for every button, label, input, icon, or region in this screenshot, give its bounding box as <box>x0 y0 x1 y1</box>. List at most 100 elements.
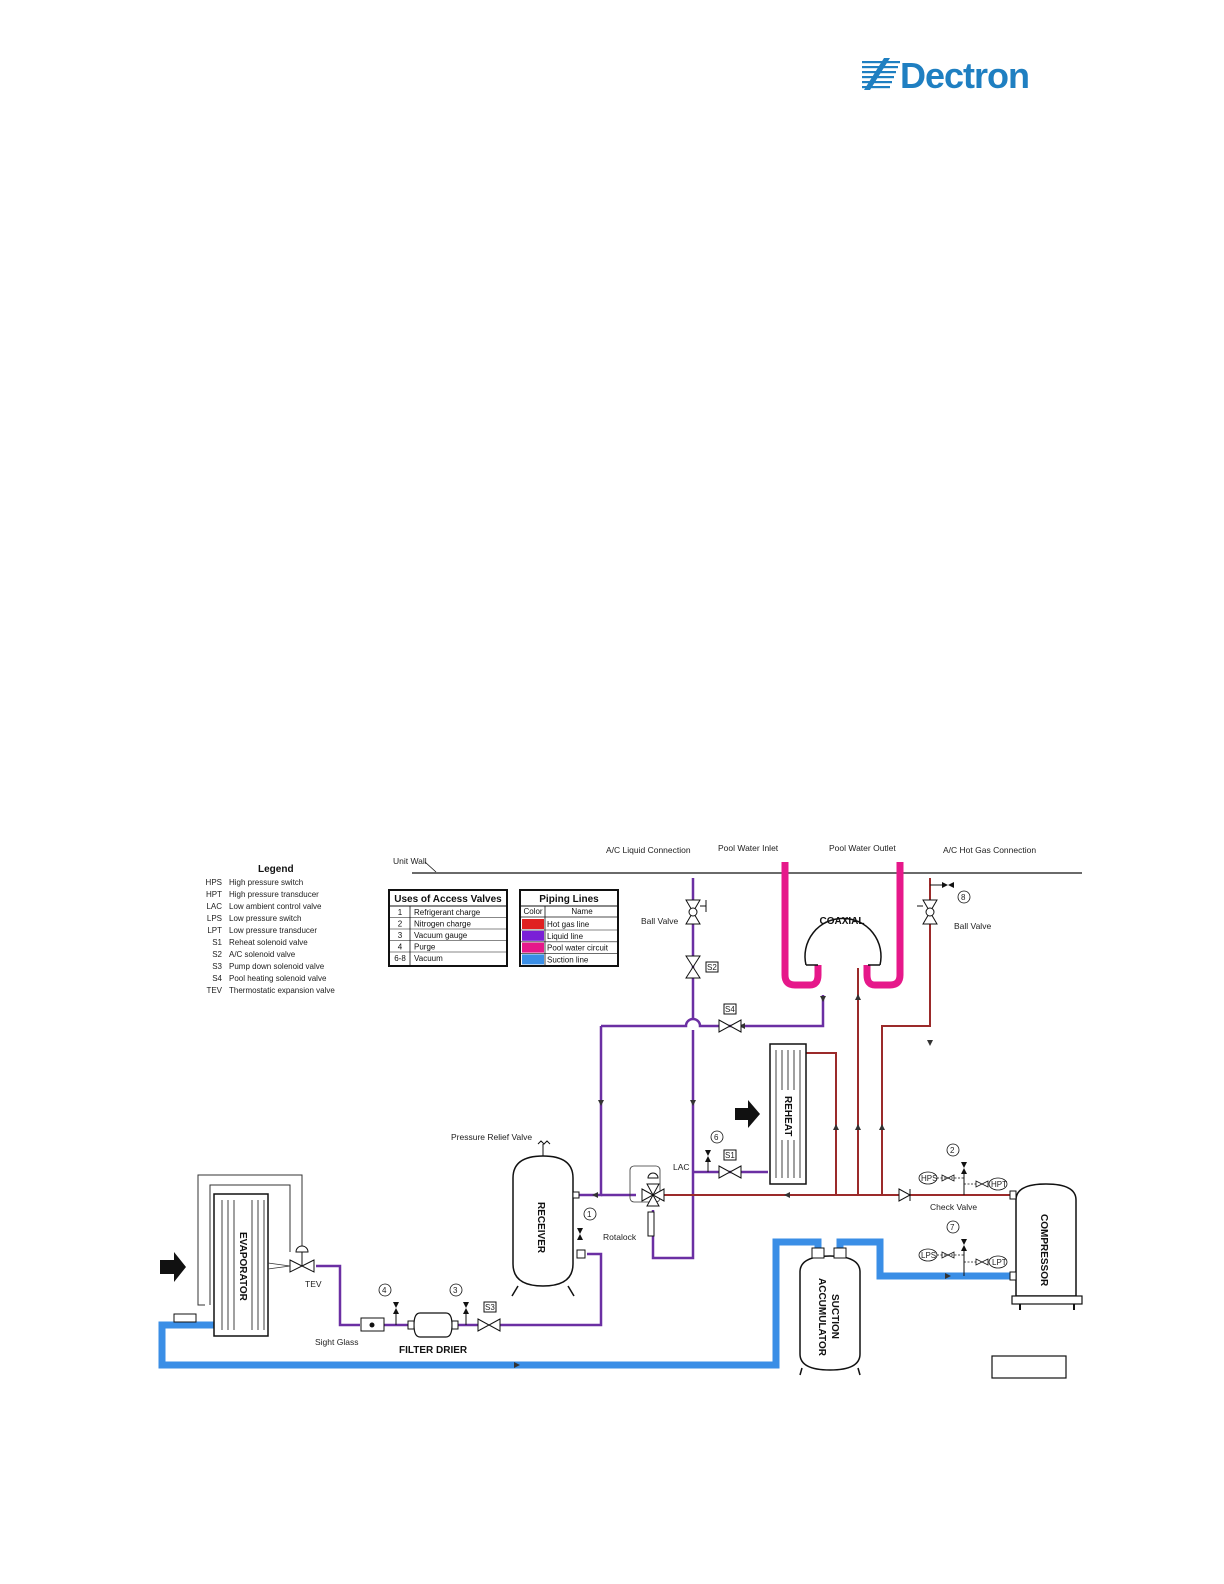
legend-code: HPT <box>206 890 222 899</box>
access-valve-use: Vacuum <box>414 954 443 963</box>
valve-number-4: 4 <box>382 1286 387 1295</box>
check-valve-label: Check Valve <box>930 1202 977 1212</box>
access-valve-markers <box>378 890 971 1297</box>
suction-lines <box>158 1238 1014 1369</box>
s2-tag: S2 <box>707 963 717 972</box>
hot-gas-lines <box>662 878 1014 1196</box>
ac-hot-gas-connection-label: A/C Hot Gas Connection <box>943 845 1036 855</box>
piping-color-swatch <box>522 919 544 929</box>
sight-glass <box>360 1317 385 1332</box>
dectron-logo: Dectron <box>862 55 1030 96</box>
piping-lines-title: Piping Lines <box>539 894 599 905</box>
lpt-label: LPT <box>992 1258 1007 1267</box>
hpt-label: HPT <box>991 1180 1007 1189</box>
valve-number-6: 6 <box>714 1133 719 1142</box>
access-valve-num: 4 <box>398 943 403 952</box>
valve-number-1: 1 <box>587 1210 592 1219</box>
lac-valve <box>629 1165 665 1237</box>
flow-arrows <box>514 994 951 1368</box>
piping-color-swatch <box>522 930 544 941</box>
lac-label: LAC <box>673 1162 690 1172</box>
pool-water-inlet-label: Pool Water Inlet <box>718 843 779 853</box>
legend-code: S4 <box>212 974 222 983</box>
lps-label: LPS <box>921 1251 936 1260</box>
legend-desc: High pressure switch <box>229 878 303 887</box>
legend-desc: Low ambient control valve <box>229 902 322 911</box>
piping-lines-table: Piping Lines Color Name Hot gas lineLiqu… <box>519 889 619 967</box>
access-valve-num: 6-8 <box>394 954 406 963</box>
valve-icons <box>477 899 938 1332</box>
legend-desc: Pool heating solenoid valve <box>229 974 327 983</box>
pool-water-outlet-label: Pool Water Outlet <box>829 843 896 853</box>
airflow-arrow-icon <box>735 1100 760 1128</box>
access-valve-num: 2 <box>398 920 403 929</box>
logo-wordmark: Dectron <box>900 55 1029 96</box>
filter-drier-label: FILTER DRIER <box>399 1345 468 1356</box>
legend-code: LAC <box>206 902 222 911</box>
access-valve-use: Purge <box>414 943 436 952</box>
coaxial-exchanger: COAXIAL <box>804 916 882 966</box>
valve-number-2: 2 <box>950 1146 955 1155</box>
receiver-tank: RECEIVER <box>511 1140 586 1297</box>
s4-tag: S4 <box>725 1005 735 1014</box>
piping-color-swatch <box>522 954 544 965</box>
legend-desc: A/C solenoid valve <box>229 950 296 959</box>
rotalock-label: Rotalock <box>603 1232 637 1242</box>
valve-number-3: 3 <box>453 1286 458 1295</box>
compressor: COMPRESSOR <box>1009 1183 1083 1310</box>
access-valve-icons <box>393 882 967 1314</box>
piping-line-name: Liquid line <box>547 932 584 941</box>
legend-desc: Low pressure transducer <box>229 926 317 935</box>
legend-code: HPS <box>206 878 222 887</box>
piping-col-name: Name <box>571 907 593 916</box>
tev-valve <box>267 1245 315 1273</box>
suction-label: SUCTION <box>829 1294 840 1339</box>
logo-stripes-icon <box>862 58 900 90</box>
filter-drier <box>407 1312 459 1338</box>
access-valve-use: Nitrogen charge <box>414 920 471 929</box>
legend-code: S1 <box>212 938 222 947</box>
piping-line-name: Pool water circuit <box>547 944 609 953</box>
piping-color-swatch <box>522 942 544 953</box>
evaporator-coil: EVAPORATOR <box>173 1174 303 1337</box>
solenoid-tags <box>483 961 737 1313</box>
unit-wall-label: Unit Wall <box>393 856 427 866</box>
receiver-label: RECEIVER <box>535 1202 546 1254</box>
legend-desc: Thermostatic expansion valve <box>229 986 335 995</box>
legend-code: S3 <box>212 962 222 971</box>
pressure-relief-valve-label: Pressure Relief Valve <box>451 1132 532 1142</box>
legend-code: LPS <box>207 914 222 923</box>
legend-desc: Pump down solenoid valve <box>229 962 325 971</box>
piping-col-color: Color <box>523 907 542 916</box>
access-valve-num: 3 <box>398 931 403 940</box>
legend-code: LPT <box>207 926 222 935</box>
s1-tag: S1 <box>725 1151 735 1160</box>
coaxial-label: COAXIAL <box>820 916 865 927</box>
compressor-label: COMPRESSOR <box>1038 1214 1049 1287</box>
s3-tag: S3 <box>485 1303 495 1312</box>
valve-number-8: 8 <box>961 893 966 902</box>
hps-label: HPS <box>921 1174 937 1183</box>
access-valves-title: Uses of Access Valves <box>394 894 502 905</box>
suction-accumulator: SUCTION ACCUMULATOR <box>799 1247 861 1376</box>
legend-title: Legend <box>258 864 294 875</box>
pool-water-lines <box>781 862 904 989</box>
legend-desc: Reheat solenoid valve <box>229 938 308 947</box>
piping-line-name: Suction line <box>547 955 589 964</box>
ball-valve-icon <box>688 907 698 917</box>
reheat-coil: REHEAT <box>769 1043 807 1185</box>
access-valve-use: Refrigerant charge <box>414 908 481 917</box>
ac-liquid-connection-label: A/C Liquid Connection <box>606 845 691 855</box>
legend-code: S2 <box>212 950 222 959</box>
pressure-sensors <box>918 1171 1008 1269</box>
legend-desc: Low pressure switch <box>229 914 301 923</box>
ball-valve-label-1: Ball Valve <box>641 916 678 926</box>
legend-desc: High pressure transducer <box>229 890 319 899</box>
reheat-label: REHEAT <box>782 1096 793 1136</box>
ball-valve-label-2: Ball Valve <box>954 921 991 931</box>
ball-valve-icon <box>925 907 935 917</box>
piping-line-name: Hot gas line <box>547 920 590 929</box>
